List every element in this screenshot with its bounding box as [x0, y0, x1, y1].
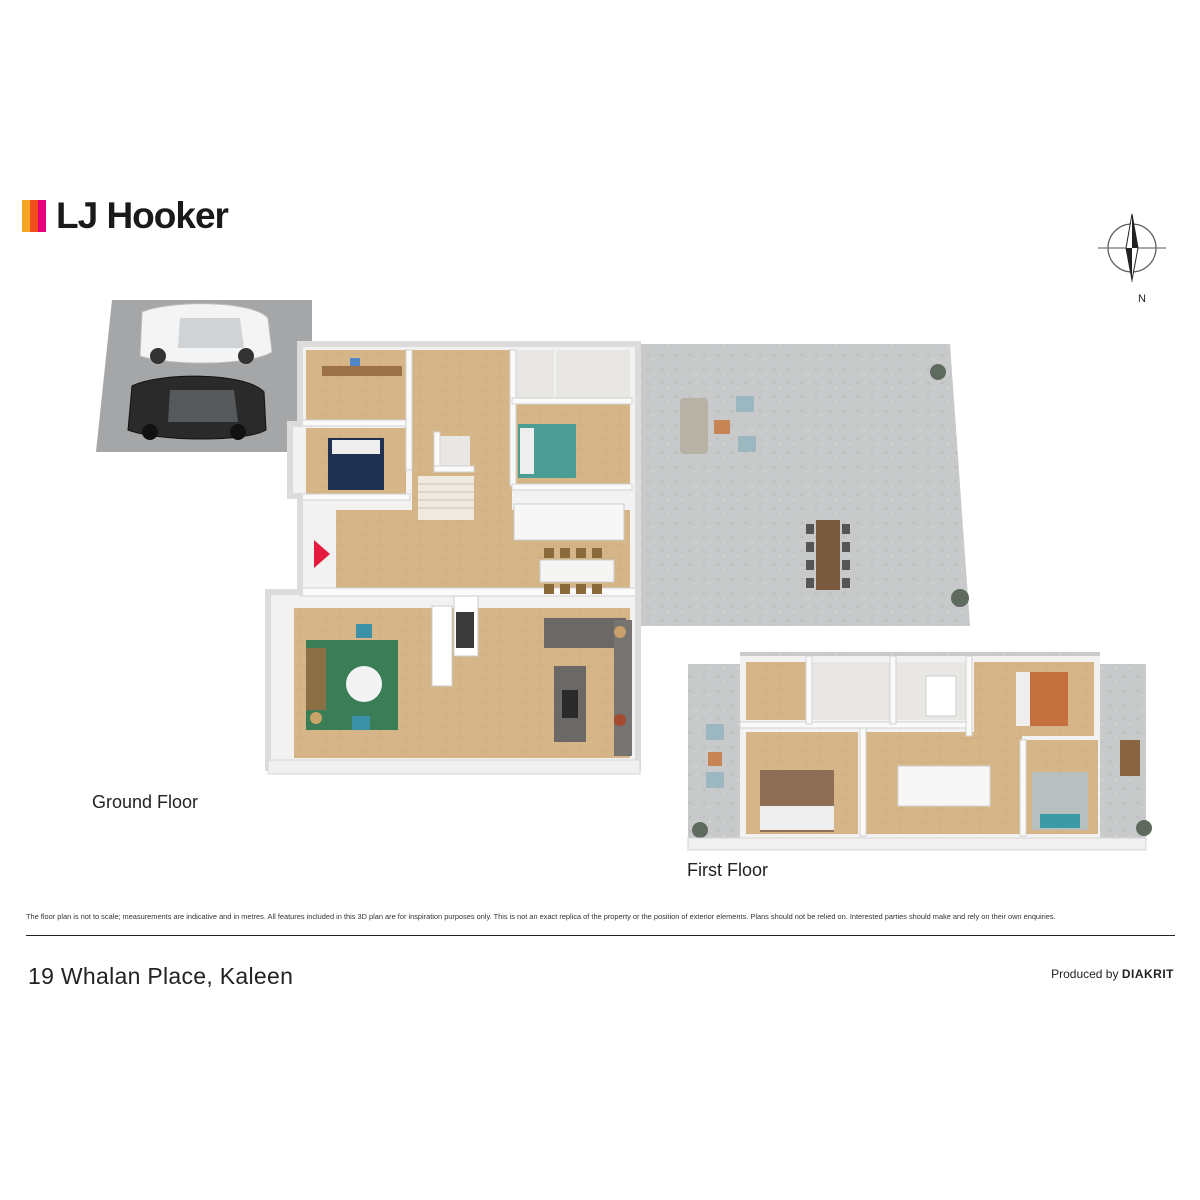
logo-bar-yellow	[22, 200, 30, 232]
car-black	[127, 375, 267, 440]
logo-color-bars	[22, 200, 46, 232]
staircase	[418, 476, 474, 520]
disclaimer-text: The floor plan is not to scale; measurem…	[26, 912, 1056, 921]
logo-bar-red	[38, 200, 46, 232]
driveway	[96, 300, 312, 452]
produced-by-prefix: Produced by	[1051, 967, 1119, 981]
brand-logo: LJ Hooker	[22, 195, 229, 236]
ground-floor-label: Ground Floor	[92, 792, 199, 812]
outdoor-dining-table	[816, 520, 840, 590]
rear-deck	[638, 344, 970, 626]
property-address: 19 Whalan Place, Kaleen	[28, 963, 294, 989]
deck-sofa	[680, 398, 708, 454]
compass-icon: N	[1098, 213, 1166, 305]
compass-north-label: N	[1138, 293, 1146, 305]
producer-name: DIAKRIT	[1121, 967, 1174, 981]
brand-name: LJ Hooker	[56, 195, 229, 236]
first-floor-plan	[687, 652, 1152, 851]
logo-bar-orange	[30, 200, 38, 232]
car-white	[139, 303, 273, 364]
footer-divider	[26, 935, 1175, 936]
first-floor-label: First Floor	[687, 860, 768, 880]
entry-marker	[314, 540, 330, 568]
produced-by: Produced by DIAKRIT	[1051, 967, 1174, 981]
floor-plan-illustration	[96, 300, 1152, 851]
ground-floor-plan	[265, 341, 641, 775]
